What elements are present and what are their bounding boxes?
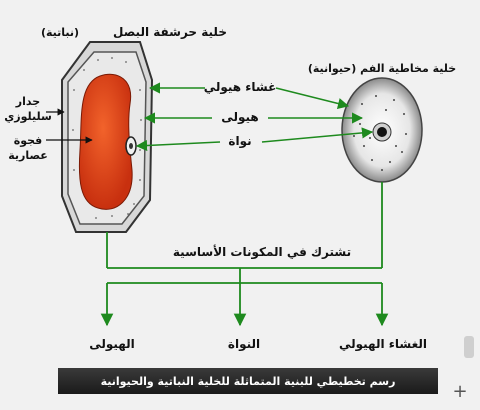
output-cytoplasm: الهيولى (89, 337, 135, 352)
caption-text: رسم تخطيطي للبنية المتماثلة للخلية النبا… (100, 374, 396, 388)
output-nucleus: النواة (228, 337, 260, 352)
caption-bar: رسم تخطيطي للبنية المتماثلة للخلية النبا… (58, 368, 438, 394)
pointer-arrows (135, 82, 374, 152)
shared-components-label: تشترك في المكونات الأساسية (173, 244, 351, 260)
vacuole-label-1: فجوة (14, 134, 43, 147)
plant-cell (61, 41, 154, 233)
plant-cell-title: خلية حرشفة البصل (113, 25, 227, 39)
scroll-handle[interactable] (464, 336, 474, 358)
animal-cell (341, 77, 423, 183)
output-membrane: الغشاء الهيولي (339, 337, 427, 352)
animal-cell-title: خلية مخاطية الفم (حيوانية) (308, 62, 456, 75)
vacuole-label-2: عصارية (8, 149, 48, 162)
add-icon[interactable]: + (452, 381, 468, 402)
cell-wall-label-2: سليلوزي (4, 110, 52, 123)
membrane-label: غشاء هيولي (204, 80, 277, 95)
plant-cell-subtitle: (نباتية) (41, 26, 79, 39)
connector-lines (100, 182, 389, 327)
cytoplasm-label: هيولى (221, 110, 258, 125)
cell-wall-label-1: جدار (15, 95, 40, 108)
vacuole (78, 73, 133, 210)
animal-cytoplasm-dots (353, 95, 407, 171)
nucleus-label: نواة (228, 134, 251, 149)
